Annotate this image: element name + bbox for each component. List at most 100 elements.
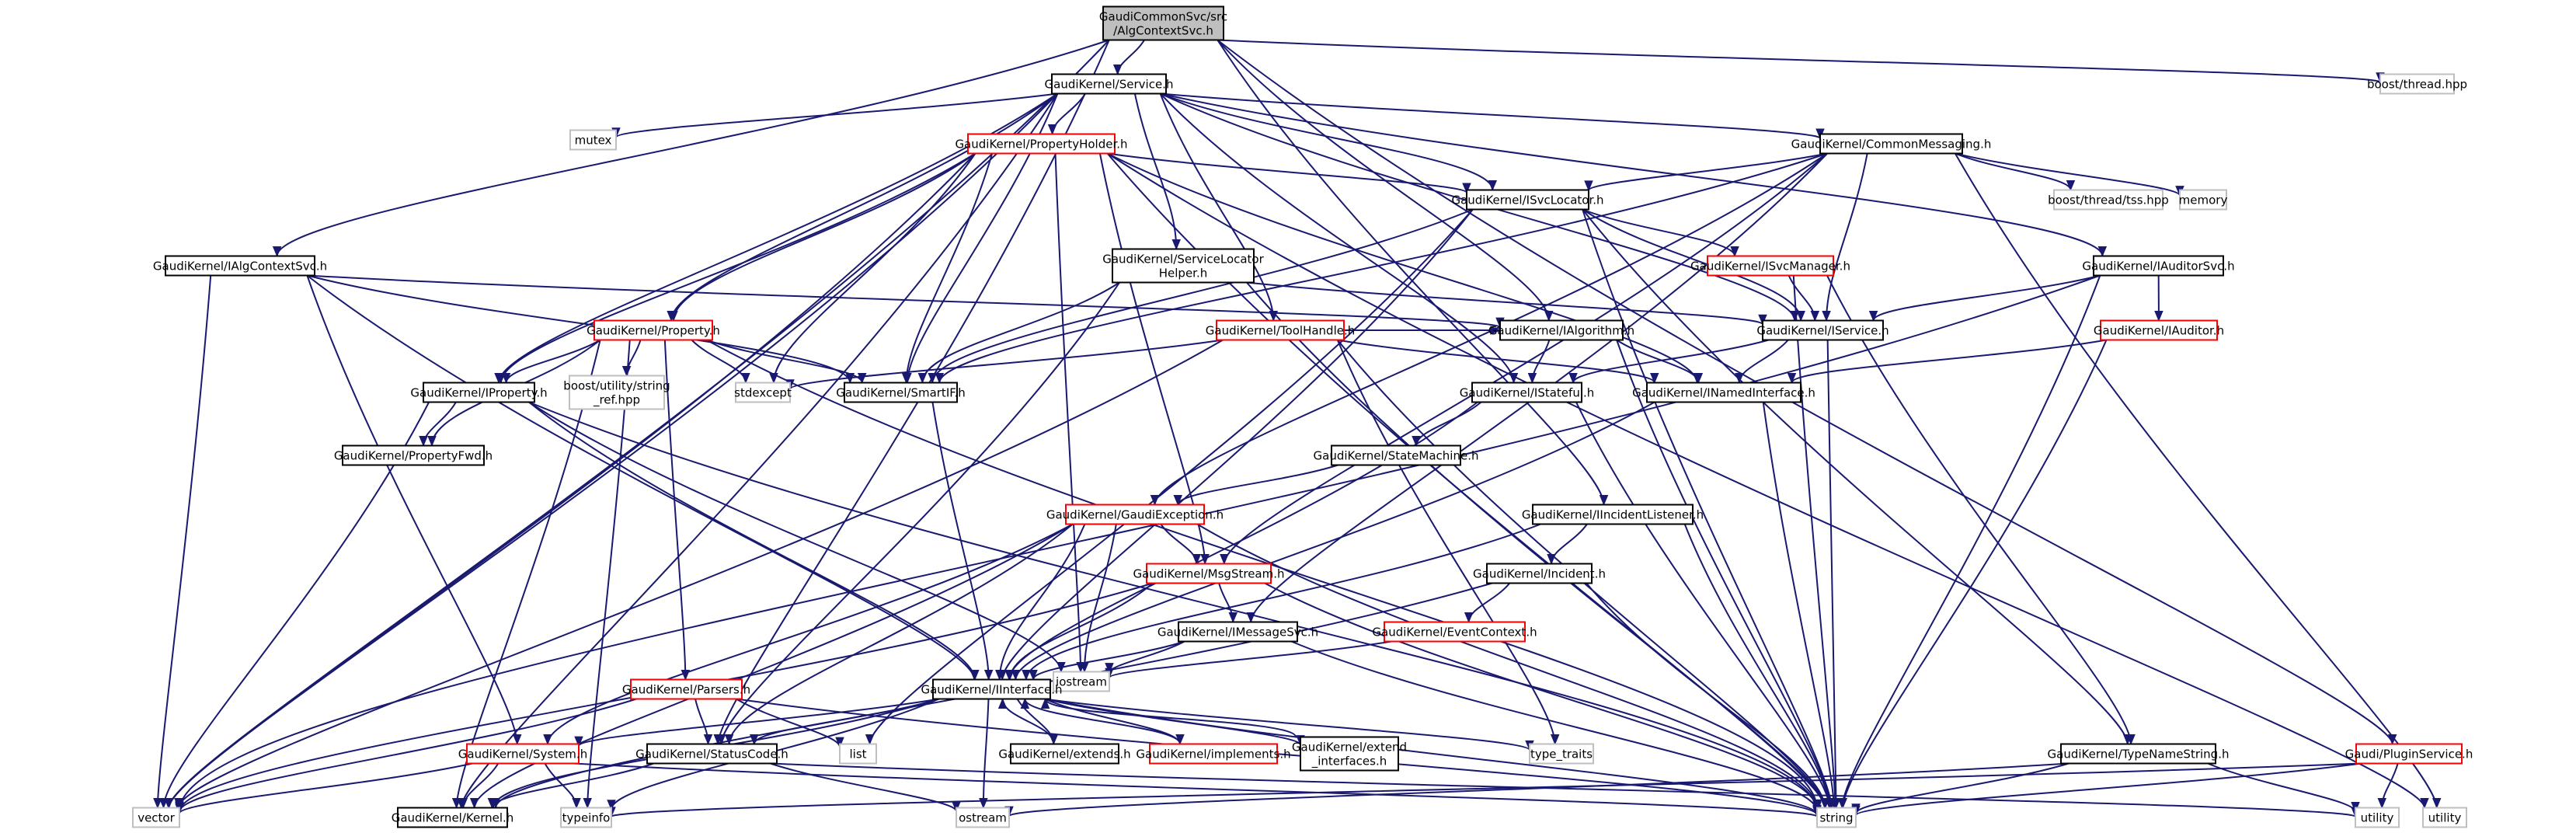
node-ialgcontext[interactable]: GaudiKernel/IAlgContextSvc.h — [153, 255, 327, 277]
node-box[interactable] — [2053, 189, 2163, 211]
node-box[interactable] — [1762, 319, 1884, 341]
node-iostream[interactable]: iostream — [1053, 671, 1110, 692]
node-box[interactable] — [1102, 5, 1224, 41]
node-box[interactable] — [1646, 382, 1801, 403]
node-box[interactable] — [1471, 382, 1582, 403]
node-box[interactable] — [569, 375, 665, 410]
node-incident[interactable]: GaudiKernel/Incident.h — [1473, 563, 1606, 584]
node-box[interactable] — [1331, 444, 1461, 466]
node-commonmsg[interactable]: GaudiKernel/CommonMessaging.h — [1791, 133, 1992, 155]
node-box[interactable] — [1816, 807, 1857, 828]
node-mutex[interactable]: mutex — [569, 129, 617, 151]
node-ialgorithm[interactable]: GaudiKernel/IAlgorithm.h — [1488, 319, 1634, 341]
node-list[interactable]: list — [839, 743, 877, 765]
node-box[interactable] — [466, 743, 580, 765]
node-box[interactable] — [630, 678, 743, 700]
node-box[interactable] — [839, 743, 877, 765]
node-root[interactable]: GaudiCommonSvc/src/AlgContextSvc.h — [1099, 5, 1227, 41]
node-extends[interactable]: GaudiKernel/extends.h — [998, 743, 1131, 765]
node-propertyfwd[interactable]: GaudiKernel/PropertyFwd.h — [334, 444, 493, 466]
node-box[interactable] — [1216, 319, 1345, 341]
node-property[interactable]: GaudiKernel/Property.h — [587, 319, 720, 341]
node-ostream[interactable]: ostream — [956, 807, 1010, 828]
node-eventcontext[interactable]: GaudiKernel/EventContext.h — [1372, 621, 1537, 643]
node-toolhandle[interactable]: GaudiKernel/ToolHandle.h — [1206, 319, 1356, 341]
node-box[interactable] — [1819, 133, 1963, 155]
node-box[interactable] — [1146, 563, 1272, 584]
node-box[interactable] — [594, 319, 713, 341]
node-box[interactable] — [1707, 255, 1834, 277]
node-box[interactable] — [342, 444, 485, 466]
node-isvcmanager[interactable]: GaudiKernel/ISvcManager.h — [1690, 255, 1850, 277]
node-string[interactable]: string — [1816, 807, 1857, 828]
node-box[interactable] — [1384, 621, 1526, 643]
node-istateful[interactable]: GaudiKernel/IStateful.h — [1460, 382, 1595, 403]
node-box[interactable] — [560, 807, 612, 828]
node-box[interactable] — [1529, 743, 1594, 765]
node-pluginsvc[interactable]: Gaudi/PluginService.h — [2345, 743, 2473, 765]
node-propholder[interactable]: GaudiKernel/PropertyHolder.h — [955, 133, 1128, 155]
node-boosttss[interactable]: boost/thread/tss.hpp — [2048, 189, 2169, 211]
node-vector[interactable]: vector — [132, 807, 180, 828]
node-inamed[interactable]: GaudiKernel/INamedInterface.h — [1632, 382, 1815, 403]
node-box[interactable] — [1112, 248, 1255, 284]
node-iproperty[interactable]: GaudiKernel/IProperty.h — [410, 382, 548, 403]
node-box[interactable] — [165, 255, 315, 277]
node-kernel[interactable]: GaudiKernel/Kernel.h — [392, 807, 514, 828]
node-smartif[interactable]: GaudiKernel/SmartIF.h — [836, 382, 966, 403]
node-typetraits[interactable]: type_traits — [1529, 743, 1594, 765]
node-box[interactable] — [844, 382, 958, 403]
node-box[interactable] — [423, 382, 535, 403]
node-box[interactable] — [1051, 73, 1167, 95]
node-box[interactable] — [1532, 504, 1694, 525]
node-box[interactable] — [1486, 563, 1593, 584]
node-boostutil[interactable]: boost/utility/string_ref.hpp — [563, 375, 670, 410]
node-box[interactable] — [1300, 736, 1399, 772]
node-iservice[interactable]: GaudiKernel/IService.h — [1756, 319, 1889, 341]
node-extendif[interactable]: GaudiKernel/extend_interfaces.h — [1292, 736, 1407, 772]
node-box[interactable] — [2355, 807, 2400, 828]
node-system[interactable]: GaudiKernel/System.h — [458, 743, 587, 765]
node-box[interactable] — [2422, 807, 2467, 828]
node-parsers[interactable]: GaudiKernel/Parsers.h — [622, 678, 750, 700]
node-box[interactable] — [569, 129, 617, 151]
node-utility_mid[interactable]: utility — [2355, 807, 2400, 828]
node-service[interactable]: GaudiKernel/Service.h — [1045, 73, 1174, 95]
node-typenamestr[interactable]: GaudiKernel/TypeNameString.h — [2048, 743, 2230, 765]
node-msgstream[interactable]: GaudiKernel/MsgStream.h — [1133, 563, 1285, 584]
node-box[interactable] — [646, 743, 778, 765]
node-iauditorsvc[interactable]: GaudiKernel/IAuditorSvc.h — [2082, 255, 2235, 277]
node-stdexcept[interactable]: stdexcept — [734, 382, 792, 403]
node-box[interactable] — [2060, 743, 2216, 765]
node-utility_right[interactable]: utility — [2422, 807, 2467, 828]
node-gaudiexc[interactable]: GaudiKernel/GaudiException.h — [1046, 504, 1224, 525]
node-box[interactable] — [735, 382, 791, 403]
node-box[interactable] — [1499, 319, 1624, 341]
node-box[interactable] — [1010, 743, 1119, 765]
node-box[interactable] — [2100, 319, 2218, 341]
node-iinterface[interactable]: GaudiKernel/IInterface.h — [921, 678, 1063, 700]
node-implements[interactable]: GaudiKernel/implements.h — [1136, 743, 1291, 765]
node-imessagesvc[interactable]: GaudiKernel/IMessageSvc.h — [1157, 621, 1318, 643]
node-isvclocator[interactable]: GaudiKernel/ISvcLocator.h — [1451, 189, 1604, 211]
node-box[interactable] — [397, 807, 508, 828]
node-box[interactable] — [1053, 671, 1110, 692]
node-box[interactable] — [2379, 73, 2455, 95]
node-iincidentlist[interactable]: GaudiKernel/IIncidentListener.h — [1522, 504, 1704, 525]
node-box[interactable] — [956, 807, 1010, 828]
node-box[interactable] — [967, 133, 1116, 155]
node-box[interactable] — [2179, 189, 2227, 211]
node-box[interactable] — [1178, 621, 1298, 643]
node-box[interactable] — [1466, 189, 1589, 211]
node-box[interactable] — [132, 807, 180, 828]
node-box[interactable] — [2355, 743, 2463, 765]
node-boostthread[interactable]: boost/thread.hpp — [2367, 73, 2467, 95]
node-box[interactable] — [932, 678, 1051, 700]
node-iauditor[interactable]: GaudiKernel/IAuditor.h — [2094, 319, 2224, 341]
node-statemachine[interactable]: GaudiKernel/StateMachine.h — [1314, 444, 1479, 466]
node-box[interactable] — [2093, 255, 2224, 277]
node-typeinfo[interactable]: typeinfo — [560, 807, 612, 828]
node-statuscode[interactable]: GaudiKernel/StatusCode.h — [635, 743, 788, 765]
node-box[interactable] — [1065, 504, 1205, 525]
